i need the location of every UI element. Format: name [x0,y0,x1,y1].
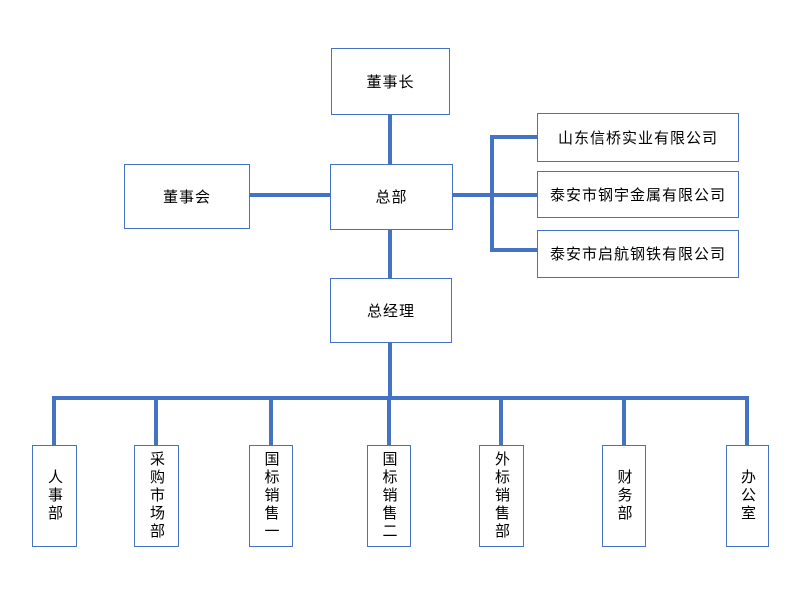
org-node-dept-hr-label: 人事部 [46,469,64,523]
org-node-gm[interactable]: 总经理 [330,278,452,343]
connector-drop-dept-office [745,396,749,445]
org-node-gm-label: 总经理 [366,301,415,320]
org-node-dept-external-sales[interactable]: 外标销售部 [479,445,524,547]
connector-drop-dept-domestic-sales-2 [387,396,391,445]
org-node-subsidiary3-label: 泰安市启航钢铁有限公司 [549,245,726,263]
org-node-subsidiary1-label: 山东信桥实业有限公司 [557,128,718,147]
connector-gm-rail [388,343,392,396]
connector-drop-dept-domestic-sales-1 [269,396,273,445]
org-node-chairman-label: 董事长 [366,72,415,91]
org-node-board-label: 董事会 [162,187,211,206]
org-node-dept-hr[interactable]: 人事部 [32,445,77,547]
org-node-board[interactable]: 董事会 [124,164,250,229]
org-node-subsidiary2[interactable]: 泰安市钢宇金属有限公司 [537,171,739,218]
connector-hq-subsidiary3 [490,248,537,252]
connector-hq-subsidiary2 [453,193,537,197]
connector-subsidiary-trunk [490,135,494,252]
connector-drop-dept-external-sales [499,396,503,445]
org-node-hq[interactable]: 总部 [330,164,453,230]
org-node-dept-external-sales-label: 外标销售部 [493,451,511,541]
org-node-dept-procurement-market-label: 采购市场部 [148,451,166,541]
connector-drop-dept-finance [622,396,626,445]
org-node-dept-domestic-sales-2-label: 国标销售二 [380,451,399,541]
org-node-subsidiary3[interactable]: 泰安市启航钢铁有限公司 [537,230,739,278]
connector-drop-dept-procurement-market [154,396,158,445]
connector-board-hq [250,193,330,197]
org-node-hq-label: 总部 [375,188,408,206]
connector-department-rail [52,396,749,400]
org-node-dept-office-label: 办公室 [739,469,757,523]
org-node-dept-office[interactable]: 办公室 [726,445,769,547]
org-node-dept-finance-label: 财务部 [615,469,634,523]
connector-drop-dept-hr [52,396,56,445]
connector-hq-subsidiary1 [490,135,537,139]
org-node-subsidiary2-label: 泰安市钢宇金属有限公司 [549,185,726,204]
org-node-dept-finance[interactable]: 财务部 [602,445,646,547]
org-node-dept-domestic-sales-1-label: 国标销售一 [262,451,281,541]
org-node-dept-domestic-sales-2[interactable]: 国标销售二 [367,445,411,547]
org-node-dept-procurement-market[interactable]: 采购市场部 [134,445,179,547]
org-node-subsidiary1[interactable]: 山东信桥实业有限公司 [537,113,739,162]
connector-chairman-hq [388,115,392,164]
connector-hq-gm [388,230,392,278]
org-node-chairman[interactable]: 董事长 [331,48,450,115]
org-node-dept-domestic-sales-1[interactable]: 国标销售一 [249,445,293,547]
